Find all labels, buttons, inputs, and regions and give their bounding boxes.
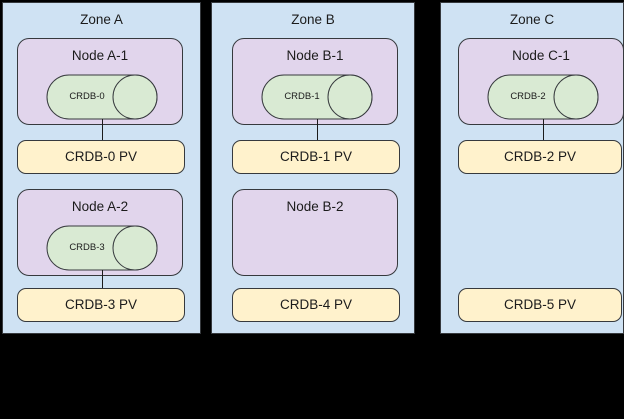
cylinder-icon: [46, 225, 158, 271]
volume-crdb-2-pv[interactable]: CRDB-2 PV: [458, 140, 622, 174]
volume-crdb-3-pv[interactable]: CRDB-3 PV: [17, 288, 185, 322]
database-crdb-2-label: CRDB-2: [510, 91, 546, 102]
node-a-2-title: Node A-2: [71, 199, 129, 214]
volume-crdb-0-pv[interactable]: CRDB-0 PV: [17, 140, 185, 174]
database-crdb-2[interactable]: CRDB-2: [487, 74, 599, 120]
connector-node-a-1-to-crdb-0-pv: [102, 119, 103, 141]
volume-crdb-5-pv[interactable]: CRDB-5 PV: [458, 288, 622, 322]
volume-crdb-1-pv[interactable]: CRDB-1 PV: [232, 140, 400, 174]
database-crdb-0[interactable]: CRDB-0: [46, 74, 158, 120]
node-a-1[interactable]: Node A-1 CRDB-0: [17, 38, 183, 125]
database-crdb-3[interactable]: CRDB-3: [46, 225, 158, 271]
volume-crdb-0-pv-label: CRDB-0 PV: [64, 149, 137, 164]
database-crdb-3-label: CRDB-3: [69, 242, 105, 253]
cylinder-icon: [487, 74, 599, 120]
volume-crdb-5-pv-label: CRDB-5 PV: [503, 297, 576, 312]
node-b-1[interactable]: Node B-1 CRDB-1: [232, 38, 398, 125]
zone-b[interactable]: Zone B Node B-1 CRDB-1 CRDB-1 PV Node B-…: [211, 2, 415, 334]
zone-b-title: Zone B: [291, 12, 335, 27]
cylinder-icon: [261, 74, 373, 120]
cylinder-icon: [46, 74, 158, 120]
zone-c[interactable]: Zone C Node C-1 CRDB-2 CRDB-2 PV CRDB-5 …: [440, 2, 624, 334]
connector-node-b-1-to-crdb-1-pv: [317, 119, 318, 141]
node-b-2[interactable]: Node B-2: [232, 189, 398, 276]
zone-a[interactable]: Zone A Node A-1 CRDB-0 CRDB-0 PV Node A-…: [2, 2, 201, 334]
node-a-1-title: Node A-1: [71, 48, 129, 63]
node-c-1-title: Node C-1: [512, 48, 570, 63]
zone-c-title: Zone C: [509, 12, 555, 27]
node-b-1-title: Node B-1: [286, 48, 344, 63]
database-crdb-1[interactable]: CRDB-1: [261, 74, 373, 120]
connector-node-a-2-to-crdb-3-pv: [102, 270, 103, 292]
zone-a-title: Zone A: [80, 12, 123, 27]
connector-node-c-1-to-crdb-2-pv: [543, 119, 544, 141]
node-a-2[interactable]: Node A-2 CRDB-3: [17, 189, 183, 276]
node-b-2-title: Node B-2: [286, 199, 344, 214]
volume-crdb-3-pv-label: CRDB-3 PV: [64, 297, 137, 312]
database-crdb-0-label: CRDB-0: [69, 91, 105, 102]
volume-crdb-4-pv-label: CRDB-4 PV: [279, 297, 352, 312]
volume-crdb-2-pv-label: CRDB-2 PV: [503, 149, 576, 164]
database-crdb-1-label: CRDB-1: [284, 91, 320, 102]
volume-crdb-1-pv-label: CRDB-1 PV: [279, 149, 352, 164]
node-c-1[interactable]: Node C-1 CRDB-2: [458, 38, 624, 125]
volume-crdb-4-pv[interactable]: CRDB-4 PV: [232, 288, 400, 322]
